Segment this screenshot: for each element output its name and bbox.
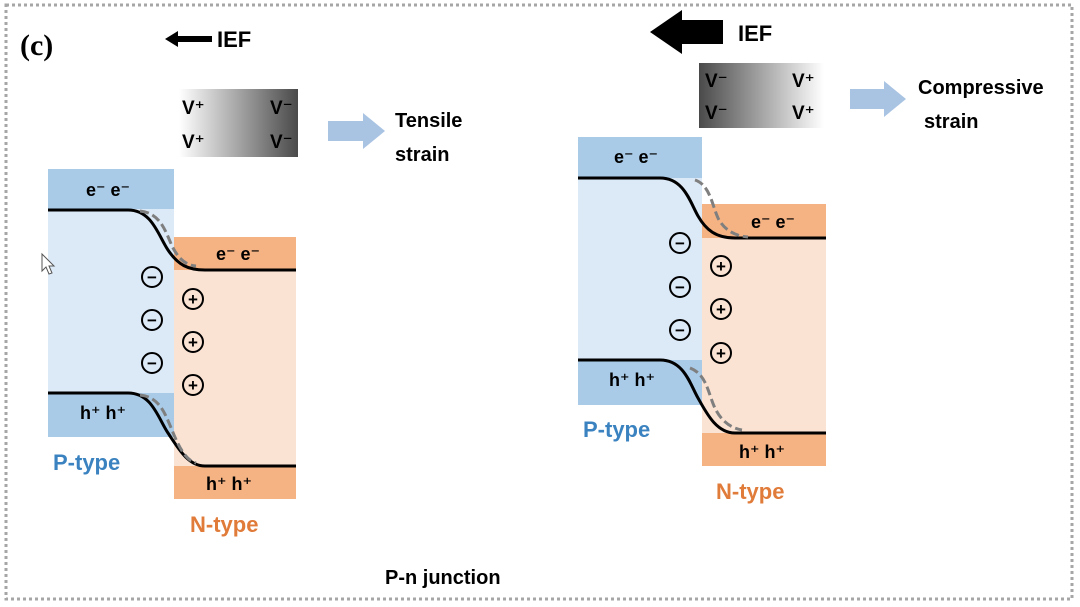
n-type-label: N-type [190,512,258,537]
svg-text:−: − [147,268,157,287]
negative-charge-icon: − [141,309,163,331]
p-electrons-label: e⁻ e⁻ [614,147,658,167]
negative-charge-icon: − [669,232,691,254]
svg-text:+: + [188,290,198,309]
svg-text:−: − [675,278,685,297]
ion-gradient-block [179,89,298,157]
ief-label: IEF [217,27,251,52]
ion-label: V⁺ [792,71,815,92]
negative-charge-icon: − [669,319,691,341]
shifted-conduction-edge [694,178,749,239]
svg-text:−: − [675,234,685,253]
p-type-label: P-type [583,417,650,442]
strain-arrow-icon [850,81,906,117]
svg-text:+: + [188,376,198,395]
n-conduction-band-fill [702,204,826,238]
ion-label: V⁻ [705,103,728,124]
right-diagram: IEF V⁻ V⁻ V⁺ V⁺ Compressive strain e⁻ e⁻… [578,10,1044,504]
valence-band-edge [578,358,826,435]
p-holes-label: h⁺ h⁺ [80,403,126,423]
conduction-band-edge [48,208,296,272]
n-electrons-label: e⁻ e⁻ [751,212,795,232]
ion-label: V⁻ [705,71,728,92]
positive-charge-icon: + [182,331,204,353]
ief-label: IEF [738,21,772,46]
positive-charge-icon: + [710,298,732,320]
strain-label-line2: strain [924,111,978,133]
p-conduction-band-fill [578,137,702,178]
positive-charge-icon: + [710,342,732,364]
p-holes-label: h⁺ h⁺ [609,370,655,390]
svg-text:+: + [716,300,726,319]
n-type-label: N-type [716,479,784,504]
conduction-band-edge [578,176,826,240]
svg-text:+: + [716,344,726,363]
ief-arrow-icon [165,31,212,47]
svg-text:−: − [147,311,157,330]
svg-text:+: + [188,333,198,352]
ion-label: V⁺ [182,132,205,153]
negative-charge-icon: − [141,266,163,288]
ion-label: V⁻ [270,98,293,119]
caption: P-n junction [385,567,501,589]
negative-charge-icon: − [141,352,163,374]
panel-label: (c) [20,29,53,62]
n-holes-label: h⁺ h⁺ [739,442,785,462]
positive-charge-icon: + [182,288,204,310]
shifted-valence-edge [139,393,197,465]
n-electrons-label: e⁻ e⁻ [216,244,260,264]
p-conduction-band-fill [48,169,174,209]
svg-text:−: − [675,321,685,340]
n-region [702,204,826,466]
ion-label: V⁺ [182,98,205,119]
shifted-valence-edge [689,366,743,432]
ief-arrow-icon [650,10,723,54]
ion-label: V⁻ [270,132,293,153]
p-electrons-label: e⁻ e⁻ [86,180,130,200]
dotted-border [4,3,1074,601]
n-valence-band-fill [702,433,826,466]
shifted-conduction-edge [139,209,197,268]
svg-text:+: + [716,257,726,276]
positive-charge-icon: + [710,255,732,277]
positive-charge-icon: + [182,374,204,396]
strain-label-line1: Tensile [395,110,462,132]
ion-label: V⁺ [792,103,815,124]
n-valence-band-fill [174,466,296,499]
strain-arrow-icon [328,113,385,149]
svg-text:−: − [147,354,157,373]
n-region [174,237,296,499]
strain-label-line1: Compressive [918,77,1044,99]
left-diagram: IEF V⁺ V⁺ V⁻ V⁻ Tensile strain e⁻ e⁻ h⁺ … [48,27,462,537]
ion-gradient-block [699,63,824,128]
strain-label-line2: strain [395,144,449,166]
n-holes-label: h⁺ h⁺ [206,474,252,494]
negative-charge-icon: − [669,276,691,298]
p-type-label: P-type [53,450,120,475]
mouse-cursor-icon [41,252,56,275]
